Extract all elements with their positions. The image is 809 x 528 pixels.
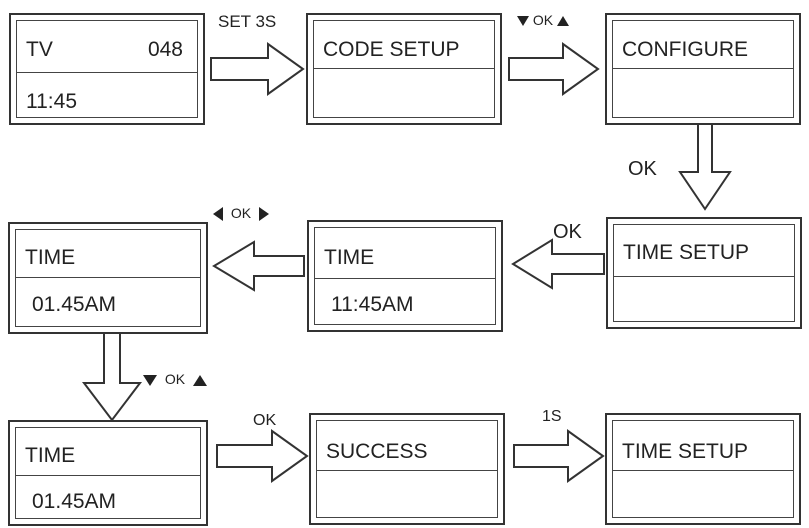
arrow-right-4	[513, 429, 605, 483]
screen-line1: TIME SETUP	[622, 440, 749, 463]
screen-line1: SUCCESS	[326, 440, 428, 463]
label-ok-updown-1: OK	[517, 12, 570, 28]
triangle-up-icon	[557, 16, 570, 27]
screen-time-1145: TIME 11:45AM	[307, 220, 503, 332]
triangle-up-icon	[193, 374, 208, 386]
arrow-left-1	[511, 238, 605, 290]
arrow-left-2	[212, 240, 305, 292]
screen-line1-left: TV	[26, 38, 53, 61]
triangle-left-icon	[213, 207, 223, 222]
screen-divider	[315, 278, 495, 279]
screen-success: SUCCESS	[309, 413, 505, 525]
label-ok-updown-2: OK	[143, 371, 208, 387]
triangle-down-icon	[517, 16, 529, 27]
screen-line1: TIME	[25, 246, 76, 269]
label-ok-leftright: OK	[213, 205, 270, 222]
screen-time-setup-1: TIME SETUP	[606, 217, 802, 329]
screen-inner: TIME SETUP	[613, 224, 795, 322]
arrow-down-1	[678, 121, 732, 211]
arrow-right-1	[210, 42, 305, 96]
screen-divider	[613, 68, 793, 69]
screen-inner: CODE SETUP	[313, 20, 495, 118]
screen-time-setup-2: TIME SETUP	[605, 413, 801, 525]
label-ok-right: OK	[253, 412, 277, 429]
label-ok: OK	[164, 371, 186, 387]
screen-inner: TV 048 11:45	[16, 20, 198, 118]
screen-divider	[17, 72, 197, 73]
screen-line2: 11:45	[26, 90, 77, 113]
arrow-down-2	[81, 330, 143, 422]
triangle-right-icon	[259, 207, 270, 222]
screen-divider	[317, 470, 497, 471]
screen-inner: TIME 01.45AM	[15, 427, 201, 519]
screen-code-setup: CODE SETUP	[306, 13, 502, 125]
label-ok: OK	[532, 12, 554, 28]
screen-inner: TIME SETUP	[612, 420, 794, 518]
screen-line1: TIME SETUP	[623, 241, 750, 264]
screen-inner: TIME 01.45AM	[15, 229, 201, 327]
screen-line1: CONFIGURE	[622, 38, 748, 61]
arrow-right-2	[508, 42, 600, 96]
screen-divider	[314, 68, 494, 69]
screen-divider	[614, 276, 794, 277]
screen-line1: TIME	[324, 246, 375, 269]
label-ok-down: OK	[628, 158, 657, 180]
label-ok-left: OK	[553, 221, 582, 243]
screen-inner: SUCCESS	[316, 420, 498, 518]
screen-inner: TIME 11:45AM	[314, 227, 496, 325]
screen-divider	[16, 475, 200, 476]
arrow-right-3	[216, 429, 309, 483]
screen-line1: TIME	[25, 444, 76, 467]
screen-time-0145-a: TIME 01.45AM	[8, 222, 208, 334]
triangle-down-icon	[143, 374, 157, 386]
screen-divider	[613, 470, 793, 471]
screen-line2: 01.45AM	[32, 293, 117, 316]
screen-divider	[16, 277, 200, 278]
label-set-3s: SET 3S	[218, 12, 277, 31]
screen-line1-right: 048	[147, 38, 183, 61]
screen-time-0145-b: TIME 01.45AM	[8, 420, 208, 526]
screen-configure: CONFIGURE	[605, 13, 801, 125]
label-1s: 1S	[542, 408, 562, 425]
screen-tv: TV 048 11:45	[9, 13, 205, 125]
screen-inner: CONFIGURE	[612, 20, 794, 118]
screen-line2: 11:45AM	[331, 293, 414, 316]
label-ok: OK	[230, 205, 252, 221]
screen-line1: CODE SETUP	[323, 38, 460, 61]
screen-line2: 01.45AM	[32, 490, 117, 513]
